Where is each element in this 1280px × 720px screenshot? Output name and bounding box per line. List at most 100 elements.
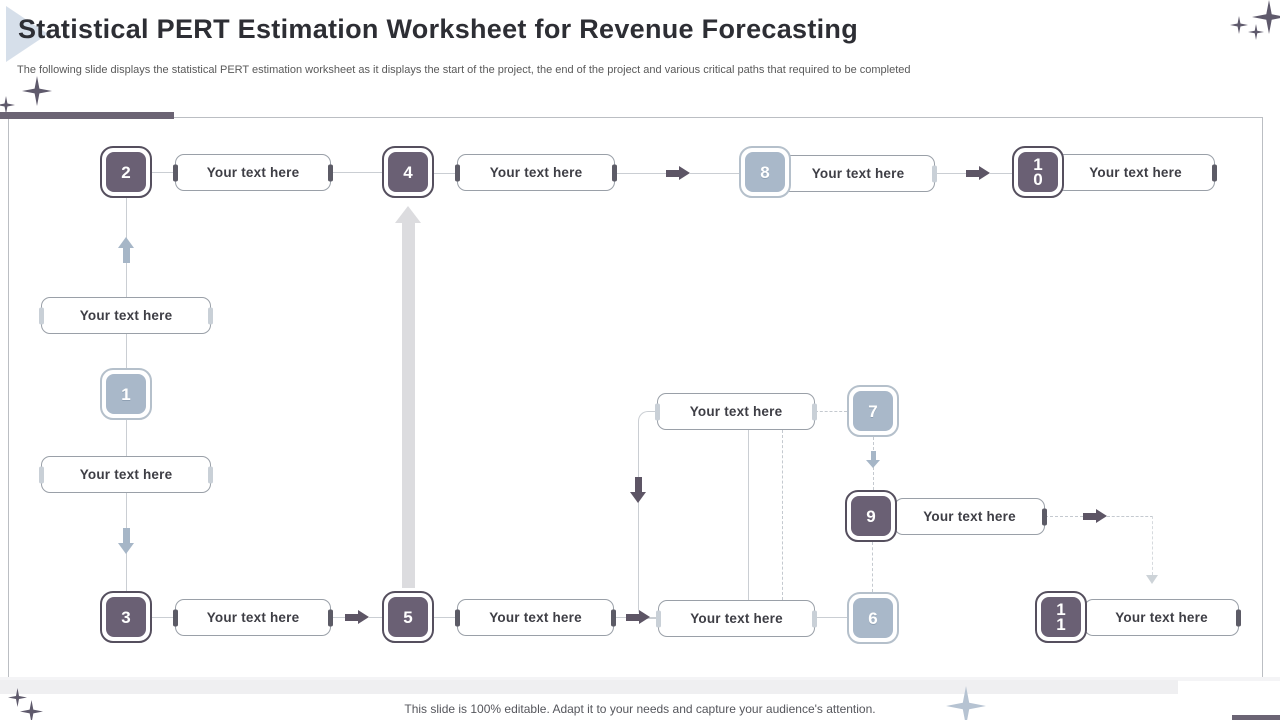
connector-line: [369, 617, 382, 618]
arrowhead-down-icon: [1146, 575, 1158, 584]
node-number: 6: [853, 598, 893, 638]
text-placeholder-box: Your text here: [656, 600, 817, 637]
box-label: Your text here: [79, 308, 173, 323]
text-placeholder-box: Your text here: [39, 456, 213, 493]
connector-line-dashed: [1152, 516, 1153, 575]
arrow-down-icon: [118, 528, 135, 554]
box-handle: [328, 609, 333, 626]
node-7: 7: [847, 385, 899, 437]
footer-note: This slide is 100% editable. Adapt it to…: [404, 702, 876, 716]
accent-bar: [0, 112, 174, 119]
connector-line: [990, 173, 1012, 174]
node-8: 8: [739, 146, 791, 198]
corner-accent: [1232, 715, 1280, 720]
box-handle: [455, 164, 460, 181]
box-label: Your text here: [690, 611, 783, 626]
box-handle: [208, 466, 213, 483]
box-label: Your text here: [489, 165, 583, 180]
node-number: 1: [106, 374, 146, 414]
connector-elbow: [638, 411, 657, 619]
node-9: 9: [845, 490, 897, 542]
big-up-arrow-head: [395, 206, 421, 223]
box-label: Your text here: [489, 610, 582, 625]
node-11: 11: [1035, 591, 1087, 643]
connector-line: [152, 617, 175, 618]
node-3: 3: [100, 591, 152, 643]
node-5: 5: [382, 591, 434, 643]
page-subtitle: The following slide displays the statist…: [17, 64, 911, 76]
connector-line: [935, 173, 966, 174]
box-handle: [655, 403, 660, 420]
box-handle: [39, 466, 44, 483]
page-title: Statistical PERT Estimation Worksheet fo…: [18, 14, 859, 44]
node-number: 3: [106, 597, 146, 637]
node-4: 4: [382, 146, 434, 198]
connector-line: [690, 173, 739, 174]
connector-line: [748, 430, 749, 600]
connector-line-dashed: [1045, 516, 1083, 517]
box-label: Your text here: [79, 467, 173, 482]
connector-line-dashed: [1107, 516, 1153, 517]
sparkle-icon: [1248, 24, 1264, 40]
box-handle: [812, 610, 817, 627]
arrow-right-icon: [345, 610, 369, 625]
connector-line: [331, 617, 345, 618]
connector-line: [815, 617, 847, 618]
arrow-right-icon: [626, 610, 650, 625]
big-up-arrow-shaft: [402, 222, 415, 588]
box-handle: [173, 164, 178, 181]
connector-line: [614, 617, 627, 618]
text-placeholder-box: Your text here: [173, 154, 333, 191]
connector-line-dashed: [815, 411, 847, 412]
box-handle: [932, 165, 937, 182]
box-handle: [612, 164, 617, 181]
text-placeholder-box: Your text here: [455, 599, 616, 636]
sparkle-icon: [1230, 16, 1248, 34]
box-handle: [328, 164, 333, 181]
text-placeholder-box: Your text here: [455, 154, 617, 191]
arrow-right-icon: [666, 166, 690, 181]
arrow-down-icon: [866, 451, 881, 468]
node-number: 11: [1041, 597, 1081, 637]
node-number: 4: [388, 152, 428, 192]
box-label: Your text here: [1115, 610, 1208, 625]
footer-band: [0, 677, 1280, 681]
box-handle: [656, 610, 661, 627]
text-placeholder-box: Your text here: [1084, 599, 1241, 636]
box-label: Your text here: [206, 610, 300, 625]
node-number: 7: [853, 391, 893, 431]
node-number: 9: [851, 496, 891, 536]
box-handle: [611, 609, 616, 626]
node-number: 8: [745, 152, 785, 192]
connector-line-dashed: [782, 430, 783, 600]
arrow-up-icon: [118, 237, 135, 263]
box-handle: [1236, 609, 1241, 626]
text-placeholder-box: Your text here: [894, 498, 1047, 535]
node-6: 6: [847, 592, 899, 644]
text-placeholder-box: Your text here: [39, 297, 213, 334]
connector-line: [434, 173, 457, 174]
connector-line: [331, 172, 382, 173]
text-placeholder-box: Your text here: [173, 599, 333, 636]
connector-line: [434, 617, 457, 618]
footer-band: [0, 680, 1178, 694]
node-number: 5: [388, 597, 428, 637]
diagram-canvas: [8, 117, 1263, 679]
connector-line: [152, 172, 175, 173]
node-number: 10: [1018, 152, 1058, 192]
box-label: Your text here: [811, 166, 905, 181]
box-handle: [1212, 164, 1217, 181]
box-label: Your text here: [923, 509, 1016, 524]
text-placeholder-box: Your text here: [1056, 154, 1217, 191]
text-placeholder-box: Your text here: [781, 155, 937, 192]
connector-line: [615, 173, 666, 174]
node-1: 1: [100, 368, 152, 420]
box-label: Your text here: [1089, 165, 1182, 180]
box-handle: [1042, 508, 1047, 525]
connector-line-dashed: [872, 542, 873, 592]
box-handle: [208, 307, 213, 324]
box-handle: [812, 403, 817, 420]
text-placeholder-box: Your text here: [655, 393, 817, 430]
box-handle: [39, 307, 44, 324]
